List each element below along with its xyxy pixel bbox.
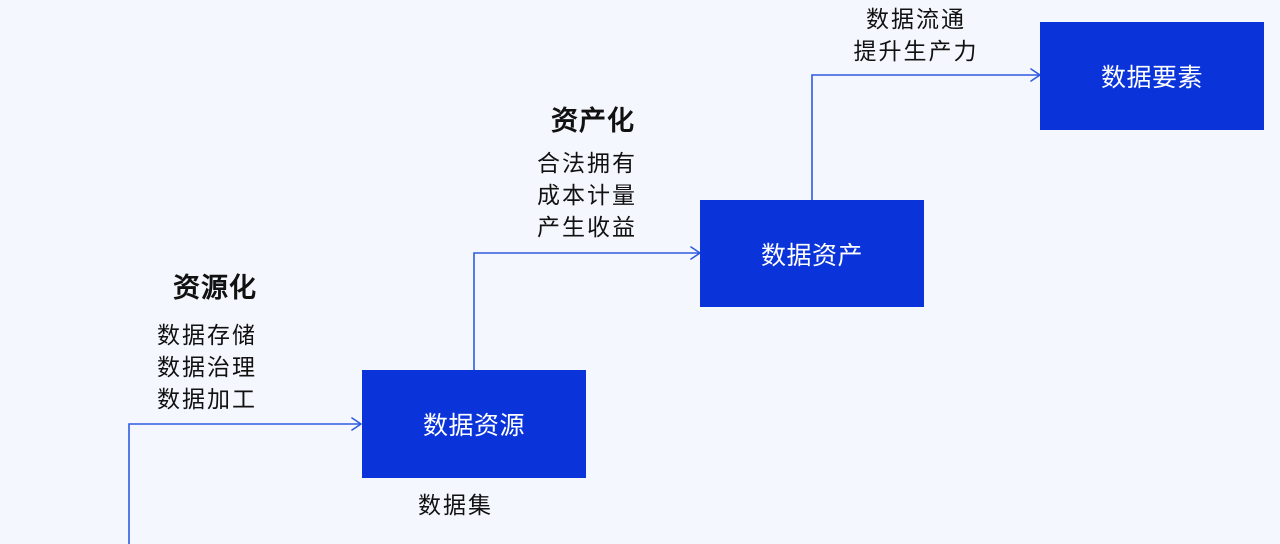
connector-resource-to-asset (473, 252, 699, 370)
connector-to-resource (128, 423, 360, 544)
stage-note: 数据存储 (157, 323, 257, 349)
resource-output-notes: 数据集 (418, 490, 493, 522)
stage-note: 提升生产力 (853, 39, 979, 65)
node-data-asset: 数据资产 (700, 200, 924, 307)
stage-notes-assetization: 合法拥有 成本计量 产生收益 (537, 148, 637, 244)
stage-notes-elementization: 数据流通 提升生产力 (850, 4, 982, 68)
stage-note: 数据治理 (157, 355, 257, 381)
node-data-element: 数据要素 (1040, 22, 1264, 130)
stage-note: 数据流通 (866, 7, 966, 33)
stage-note: 数据加工 (157, 387, 257, 413)
connector-asset-to-element (811, 74, 1039, 200)
stage-note: 成本计量 (537, 183, 637, 209)
arrowhead-to-resource (351, 417, 362, 431)
stage-title-assetization: 资产化 (551, 106, 635, 137)
stage-notes-resourcification: 数据存储 数据治理 数据加工 (157, 320, 257, 416)
output-note: 数据集 (418, 493, 493, 519)
stage-title-resourcification: 资源化 (173, 273, 257, 304)
stage-note: 产生收益 (537, 215, 637, 241)
node-data-resource: 数据资源 (362, 370, 586, 478)
stage-note: 合法拥有 (537, 151, 637, 177)
